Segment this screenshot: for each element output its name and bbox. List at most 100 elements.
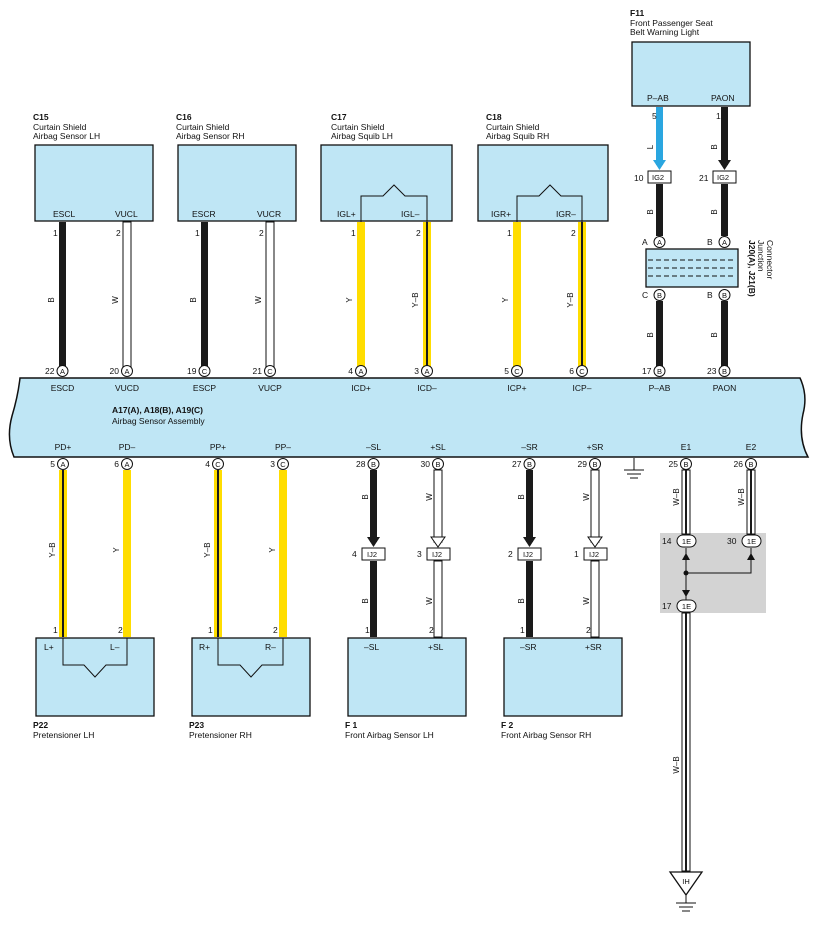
wire-color-label: W–B (672, 488, 681, 505)
component-box (503, 637, 623, 717)
junction-desc: Junction (756, 240, 766, 272)
connector-circle (121, 365, 133, 377)
wire-black (370, 561, 377, 637)
connector-circle (653, 236, 666, 248)
squib-symbol (360, 184, 428, 222)
wire-color-label: B (710, 144, 719, 149)
component-c16: C16 Curtain Shield Airbag Sensor RH ESCR… (176, 112, 297, 222)
assembly-pin-name: E1 (681, 442, 692, 452)
connector-label: 1E (682, 537, 691, 546)
wire-color-label: W–B (737, 488, 746, 505)
component-box (347, 637, 467, 717)
junction-pin: B (707, 237, 713, 247)
pin-label: VUCR (257, 209, 281, 219)
connector-letter: C (579, 367, 585, 376)
wire-yellow (123, 470, 131, 637)
wire-stripe (217, 470, 219, 637)
component-p23: R+ R– P23 Pretensioner RH (189, 637, 311, 740)
wire-color-label: B (646, 332, 655, 337)
assembly-pin-name: PAON (713, 383, 736, 393)
wire-color-label: L (646, 144, 655, 149)
connector-letter: B (527, 460, 532, 469)
connector-ij2 (583, 547, 608, 561)
wire-color-label: Y (501, 297, 510, 303)
arrow-icon (367, 537, 380, 547)
wire-white (265, 221, 275, 368)
assembly-pin-number: 27 (512, 459, 522, 469)
component-desc: Front Airbag Sensor LH (345, 730, 434, 740)
wire-black (656, 184, 663, 236)
splice-dot (683, 570, 689, 576)
squib-symbol (516, 184, 583, 222)
wire-stripe (685, 613, 687, 871)
component-f11: F11 Front Passenger Seat Belt Warning Li… (630, 8, 751, 107)
wire-blue (656, 107, 663, 165)
component-desc: Curtain Shield (33, 122, 87, 132)
connector-letter: A (124, 460, 129, 469)
pin-label: PAON (711, 93, 734, 103)
connector-letter: B (657, 291, 662, 300)
pin-label: IGR– (556, 209, 576, 219)
wire-color-label: Y–B (566, 292, 575, 307)
connector-letter: A (657, 238, 662, 247)
connector-label: IJ2 (589, 550, 599, 559)
assembly-pin-name: VUCD (115, 383, 139, 393)
component-desc: Airbag Sensor LH (33, 131, 100, 141)
wire-pin-number: 1 (365, 625, 370, 635)
arrow-icon (747, 553, 755, 560)
connector-letter: B (683, 460, 688, 469)
splice-connector (676, 534, 697, 548)
connector-circle (367, 458, 380, 470)
component-box (177, 144, 297, 222)
assembly-pin-number: 3 (414, 366, 419, 376)
pin-label: ESCL (53, 209, 75, 219)
assembly-pin-name: P–AB (649, 383, 671, 393)
wire-pin-number: 1 (574, 549, 579, 559)
bottom-wires: IJ2 IJ2 IJ2 IJ2 4 3 2 1 Y–B Y Y–B Y B W … (48, 469, 766, 912)
assembly-pin-name: VUCP (258, 383, 282, 393)
connector-letter: B (371, 460, 376, 469)
ground-point-icon (668, 871, 704, 897)
junction-pin: A (642, 237, 648, 247)
junction-desc: Connector (765, 240, 775, 279)
assembly-box (8, 377, 810, 458)
connector-letter: A (722, 238, 727, 247)
pin-label: –SR (520, 642, 537, 652)
wire-pin-number: 1 (520, 625, 525, 635)
wire-color-label: B (646, 209, 655, 214)
wire-color-label: Y (268, 547, 277, 553)
component-c15: C15 Curtain Shield Airbag Sensor LH ESCL… (33, 112, 154, 222)
connector-circle (277, 458, 289, 470)
assembly-pin-name: ICD+ (351, 383, 371, 393)
pin-label: +SR (585, 642, 602, 652)
connector-circle (121, 458, 133, 470)
assembly-pin-name: PP+ (210, 442, 226, 452)
wire-pin-number: 1 (716, 111, 721, 121)
connector-ig2 (712, 170, 737, 184)
wire-pin-number: 14 (662, 536, 672, 546)
connector-circle (198, 365, 211, 377)
wire-pin-number: 1 (53, 625, 58, 635)
connector-ij2 (517, 547, 542, 561)
assembly-pin-number: 22 (45, 366, 55, 376)
assembly-pin-number: 6 (569, 366, 574, 376)
wire-black (721, 301, 728, 367)
assembly-pin-name: ESCP (193, 383, 216, 393)
pin-label: L+ (44, 642, 54, 652)
wire-color-label: B (361, 598, 370, 603)
component-box (477, 144, 609, 222)
wire-color-label: W–B (672, 756, 681, 773)
wire-white (590, 469, 600, 543)
component-code: P23 (189, 720, 204, 730)
component-code: C18 (486, 112, 502, 122)
connector-circle (511, 365, 523, 377)
wire-color-label: Y (345, 297, 354, 303)
assembly-pin-name: –SR (521, 442, 538, 452)
arrow-icon (653, 160, 666, 170)
assembly-pin-name: ICP– (573, 383, 592, 393)
junction-pin: C (642, 290, 648, 300)
connector-letter: C (280, 460, 286, 469)
wire-black (370, 470, 377, 542)
assembly-pin-name: +SR (587, 442, 604, 452)
